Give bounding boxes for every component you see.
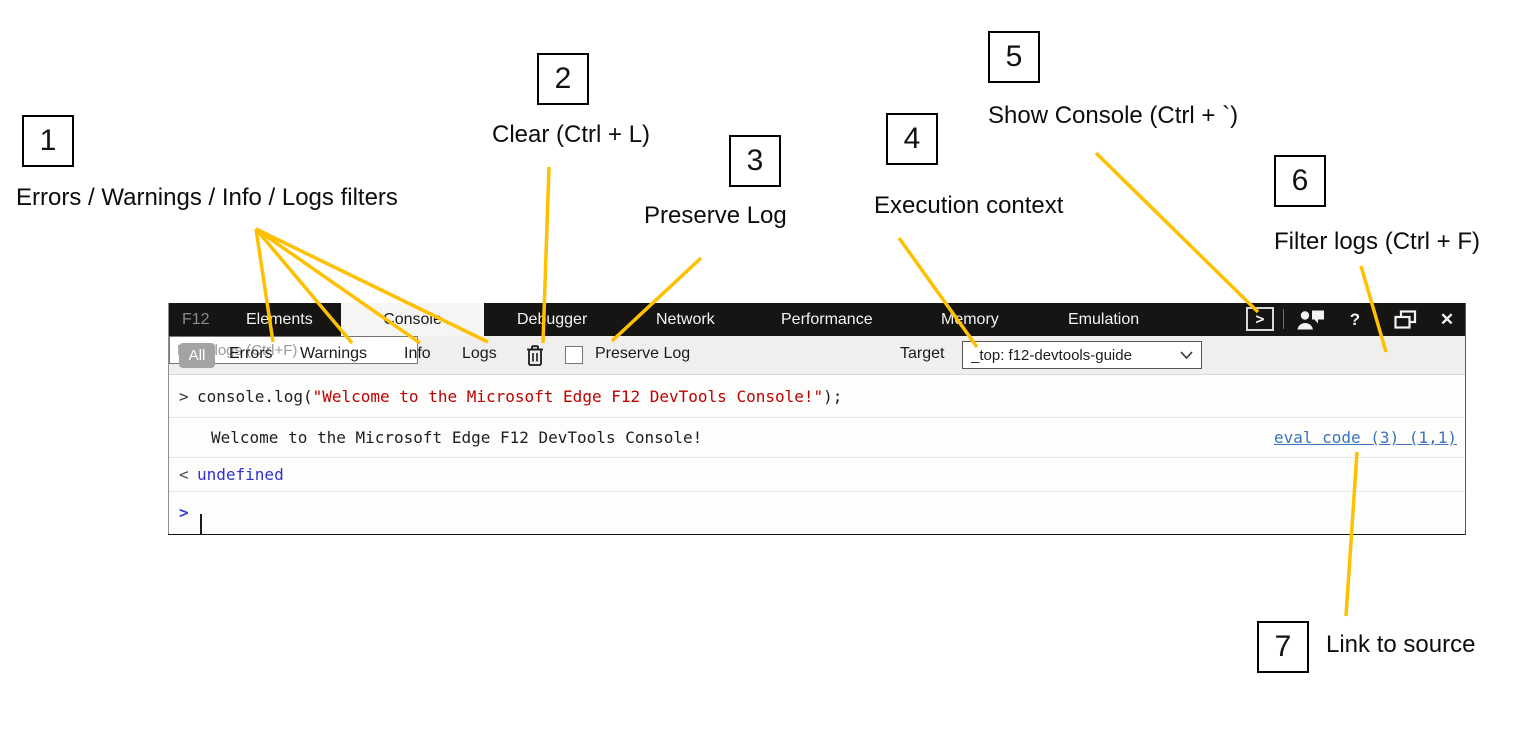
console-log-output-row: Welcome to the Microsoft Edge F12 DevToo… bbox=[169, 418, 1465, 458]
f12-brand: F12 bbox=[182, 311, 210, 328]
result-value: undefined bbox=[197, 465, 284, 484]
help-icon[interactable]: ? bbox=[1349, 309, 1361, 329]
callout-label-filters: Errors / Warnings / Info / Logs filters bbox=[16, 184, 398, 211]
callout-box-2: 2 bbox=[537, 53, 589, 105]
source-link[interactable]: eval code (3) (1,1) bbox=[1273, 428, 1457, 447]
callout-box-4: 4 bbox=[886, 113, 938, 165]
tab-debugger[interactable]: Debugger bbox=[517, 311, 588, 328]
echoed-code: console.log("Welcome to the Microsoft Ed… bbox=[197, 375, 842, 418]
filter-warnings-button[interactable]: Warnings bbox=[300, 345, 367, 362]
clear-console-button[interactable] bbox=[524, 344, 546, 373]
close-icon[interactable]: ✕ bbox=[1439, 309, 1455, 329]
log-message: Welcome to the Microsoft Edge F12 DevToo… bbox=[211, 428, 703, 447]
preserve-log-label[interactable]: Preserve Log bbox=[595, 345, 691, 362]
filter-logs-button[interactable]: Logs bbox=[462, 345, 497, 362]
console-input-echo-row: > console.log("Welcome to the Microsoft … bbox=[169, 375, 1465, 418]
console-result-row: < undefined bbox=[169, 458, 1465, 492]
chevron-down-icon bbox=[1180, 350, 1193, 359]
text-caret bbox=[191, 502, 202, 543]
tab-emulation[interactable]: Emulation bbox=[1068, 311, 1140, 328]
console-log-area: > console.log("Welcome to the Microsoft … bbox=[169, 375, 1465, 534]
feedback-icon[interactable] bbox=[1295, 303, 1327, 336]
callout-label-show-console: Show Console (Ctrl + `) bbox=[988, 102, 1239, 129]
overlap-windows-icon bbox=[1393, 310, 1416, 329]
show-console-icon[interactable]: > bbox=[1246, 307, 1274, 331]
input-prompt-chevron-icon: > bbox=[179, 503, 189, 522]
callout-label-execution-context: Execution context bbox=[874, 192, 1064, 219]
filter-all-button[interactable]: All bbox=[179, 343, 215, 368]
execution-context-value: _top: f12-devtools-guide bbox=[971, 346, 1132, 364]
callout-label-link-to-source: Link to source bbox=[1326, 631, 1476, 658]
devtools-tabbar: F12 Elements Console Debugger Network Pe… bbox=[169, 303, 1465, 336]
callout-label-clear: Clear (Ctrl + L) bbox=[492, 121, 651, 148]
tab-performance[interactable]: Performance bbox=[781, 311, 873, 328]
input-echo-chevron-icon: > bbox=[179, 387, 189, 406]
person-speech-icon bbox=[1297, 310, 1324, 330]
devtools-window: F12 Elements Console Debugger Network Pe… bbox=[168, 303, 1466, 535]
code-after: ); bbox=[823, 387, 843, 406]
callout-box-6: 6 bbox=[1274, 155, 1326, 207]
console-toolbar: All Errors Warnings Info Logs Preserve L… bbox=[169, 336, 1465, 375]
callout-label-preserve-log: Preserve Log bbox=[644, 202, 787, 229]
callout-box-3: 3 bbox=[729, 135, 781, 187]
code-string-literal: "Welcome to the Microsoft Edge F12 DevTo… bbox=[312, 387, 824, 406]
preserve-log-checkbox[interactable] bbox=[565, 346, 583, 364]
execution-context-dropdown[interactable]: _top: f12-devtools-guide bbox=[962, 341, 1202, 369]
tab-elements[interactable]: Elements bbox=[246, 311, 313, 328]
callout-box-7: 7 bbox=[1257, 621, 1309, 673]
target-label: Target bbox=[900, 345, 945, 362]
code-before: console.log( bbox=[197, 387, 313, 406]
tab-network[interactable]: Network bbox=[656, 311, 715, 328]
result-chevron-icon: < bbox=[179, 465, 189, 484]
tabbar-separator bbox=[1283, 309, 1284, 329]
connector-show-console bbox=[1094, 151, 1260, 314]
trash-icon bbox=[527, 345, 543, 366]
callout-label-filter-logs: Filter logs (Ctrl + F) bbox=[1274, 228, 1481, 255]
unpin-window-icon[interactable] bbox=[1391, 303, 1419, 336]
callout-box-1: 1 bbox=[22, 115, 74, 167]
tab-memory[interactable]: Memory bbox=[941, 311, 999, 328]
filter-info-button[interactable]: Info bbox=[404, 345, 431, 362]
filter-errors-button[interactable]: Errors bbox=[229, 345, 273, 362]
callout-box-5: 5 bbox=[988, 31, 1040, 83]
console-input-row[interactable]: > bbox=[169, 492, 1465, 534]
tab-console[interactable]: Console bbox=[341, 303, 484, 336]
